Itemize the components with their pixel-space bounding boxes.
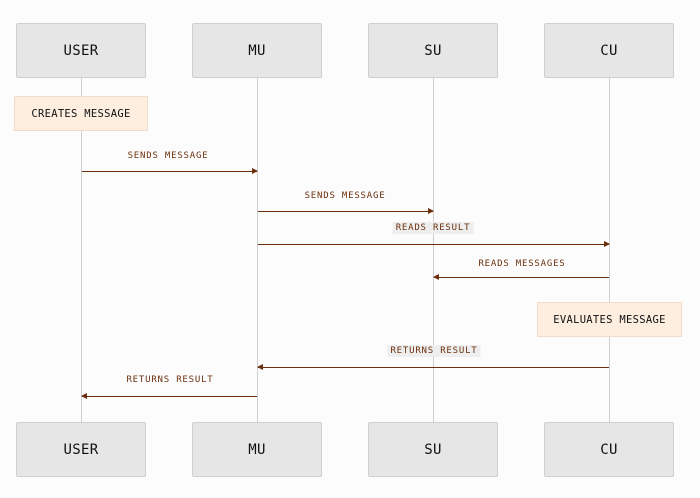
message-label-1: SENDS MESSAGE bbox=[127, 151, 209, 161]
lifeline-mu bbox=[257, 78, 258, 424]
lifeline-user bbox=[81, 78, 82, 424]
actor-user-bottom: USER bbox=[16, 422, 146, 477]
lifeline-cu bbox=[609, 78, 610, 424]
actor-su-top: SU bbox=[368, 23, 498, 78]
message-arrow-4 bbox=[433, 274, 609, 280]
actor-user-top: USER bbox=[16, 23, 146, 78]
actor-mu-bottom: MU bbox=[192, 422, 322, 477]
message-label-5: RETURNS RESULT bbox=[387, 345, 481, 357]
message-arrow-6 bbox=[81, 393, 257, 399]
actor-su-bottom: SU bbox=[368, 422, 498, 477]
note-evaluates-message: EVALUATES MESSAGE bbox=[537, 302, 682, 337]
lifeline-su bbox=[433, 78, 434, 424]
message-label-6: RETURNS RESULT bbox=[126, 375, 214, 385]
message-arrow-1 bbox=[82, 168, 258, 174]
actor-cu-bottom: CU bbox=[544, 422, 674, 477]
message-arrow-2 bbox=[258, 208, 434, 214]
message-arrow-5 bbox=[257, 364, 609, 370]
actor-cu-top: CU bbox=[544, 23, 674, 78]
note-creates-message: CREATES MESSAGE bbox=[14, 96, 148, 131]
message-label-3: READS RESULT bbox=[392, 222, 474, 234]
message-arrow-3 bbox=[258, 241, 610, 247]
message-label-2: SENDS MESSAGE bbox=[304, 191, 386, 201]
message-label-4: READS MESSAGES bbox=[478, 259, 566, 269]
actor-mu-top: MU bbox=[192, 23, 322, 78]
